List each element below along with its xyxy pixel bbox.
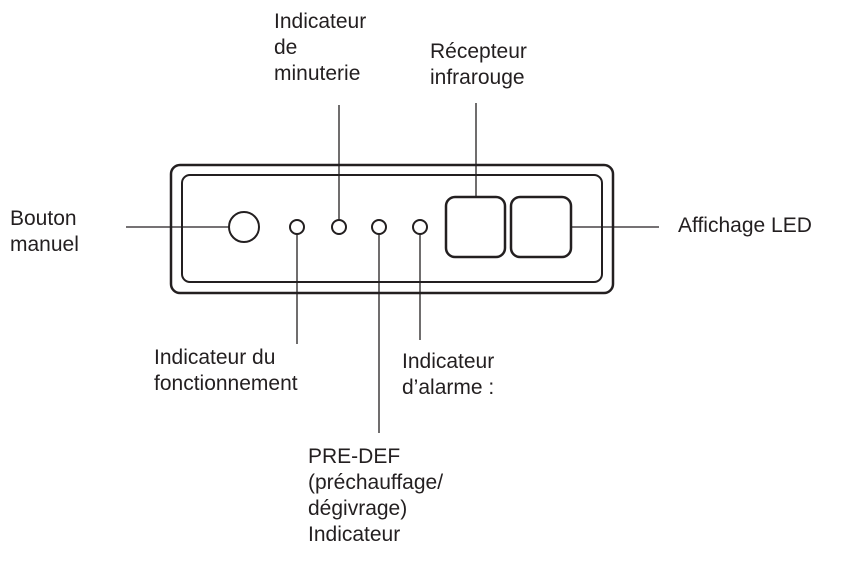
led-display-label: Affichage LED xyxy=(678,214,812,237)
manual-button xyxy=(228,211,260,243)
manual-button-label: Bouton manuel xyxy=(10,207,79,256)
infrared-receiver-window xyxy=(444,195,507,259)
timer-indicator-led xyxy=(331,219,347,235)
operation-indicator-led xyxy=(289,219,305,235)
timer-indicator-label: Indicateur de minuterie xyxy=(274,10,367,85)
led-display-window xyxy=(509,195,573,259)
predef-indicator-led xyxy=(371,219,387,235)
alarm-indicator-led xyxy=(412,219,428,235)
ir-receiver-label: Récepteur infrarouge xyxy=(430,40,527,89)
predef-indicator-label: PRE-DEF (préchauffage/ dégivrage) Indica… xyxy=(308,445,444,546)
operation-indicator-label: Indicateur du fonctionnement xyxy=(154,346,298,395)
panel-inner-frame xyxy=(181,174,603,283)
alarm-indicator-label: Indicateur d’alarme : xyxy=(402,350,495,399)
panel-outer-frame xyxy=(169,163,615,295)
